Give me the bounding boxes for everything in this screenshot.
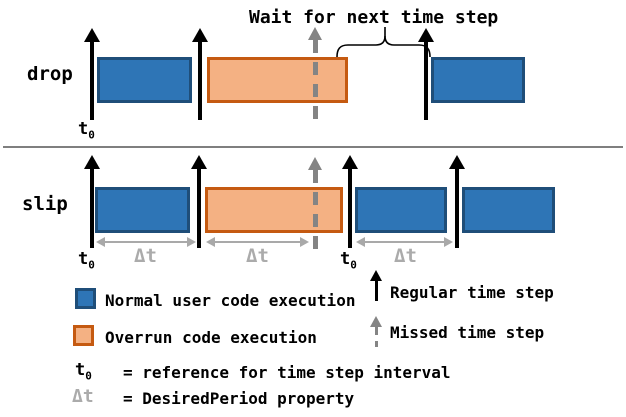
wait-for-next-time-step-label: Wait for next time step: [249, 7, 499, 28]
slip-t0-label-1: t0: [78, 249, 95, 272]
delta-t-label-2: Δt: [246, 245, 269, 267]
delta-t-measure-arrow-2: [206, 236, 309, 248]
brace-annotation: [336, 27, 431, 58]
slip-time-step-arrow-4: [449, 155, 465, 248]
slip-time-step-arrow-2: [191, 155, 207, 248]
drop-row-label: drop: [27, 63, 73, 85]
missed-time-step-legend-label: Missed time step: [390, 323, 545, 342]
delta-t-definition-symbol: Δt: [72, 386, 94, 407]
delta-t-definition-text: = DesiredPeriod property: [123, 389, 355, 408]
t0-definition-text: = reference for time step interval: [123, 363, 451, 382]
drop-time-step-arrow-2: [192, 28, 208, 120]
normal-exec-swatch: [75, 288, 96, 309]
delta-t-label-1: Δt: [134, 245, 157, 267]
regular-time-step-legend-label: Regular time step: [390, 283, 554, 302]
drop-time-step-arrow-1: [84, 28, 100, 120]
slip-normal-exec-block-1: [95, 187, 190, 233]
normal-exec-legend-label: Normal user code execution: [105, 291, 356, 310]
drop-t0-label: t0: [78, 119, 95, 142]
slip-missed-time-step-arrow: [307, 157, 323, 252]
drop-missed-time-step-arrow: [307, 27, 323, 120]
overrun-exec-swatch: [73, 325, 94, 346]
regular-time-step-arrow-icon: [368, 270, 384, 301]
drop-time-step-arrow-3: [418, 28, 434, 120]
delta-t-measure-arrow-3: [356, 236, 453, 248]
delta-t-measure-arrow-1: [96, 236, 196, 248]
slip-overrun-exec-block: [205, 187, 343, 233]
slip-time-step-arrow-3: [342, 155, 358, 248]
slip-normal-exec-block-3: [462, 187, 555, 233]
delta-t-label-3: Δt: [394, 245, 417, 267]
slip-normal-exec-block-2: [355, 187, 447, 233]
overrun-exec-legend-label: Overrun code execution: [105, 328, 317, 347]
t0-definition-symbol: t0: [75, 360, 92, 383]
missed-time-step-arrow-icon: [368, 316, 384, 347]
slip-row-label: slip: [22, 193, 68, 215]
slip-t0-label-2: t0: [340, 249, 357, 272]
drop-normal-exec-block-1: [97, 57, 192, 103]
section-divider: [3, 146, 623, 148]
slip-time-step-arrow-1: [84, 155, 100, 248]
drop-overrun-exec-block: [207, 57, 348, 103]
drop-normal-exec-block-2: [431, 57, 525, 103]
